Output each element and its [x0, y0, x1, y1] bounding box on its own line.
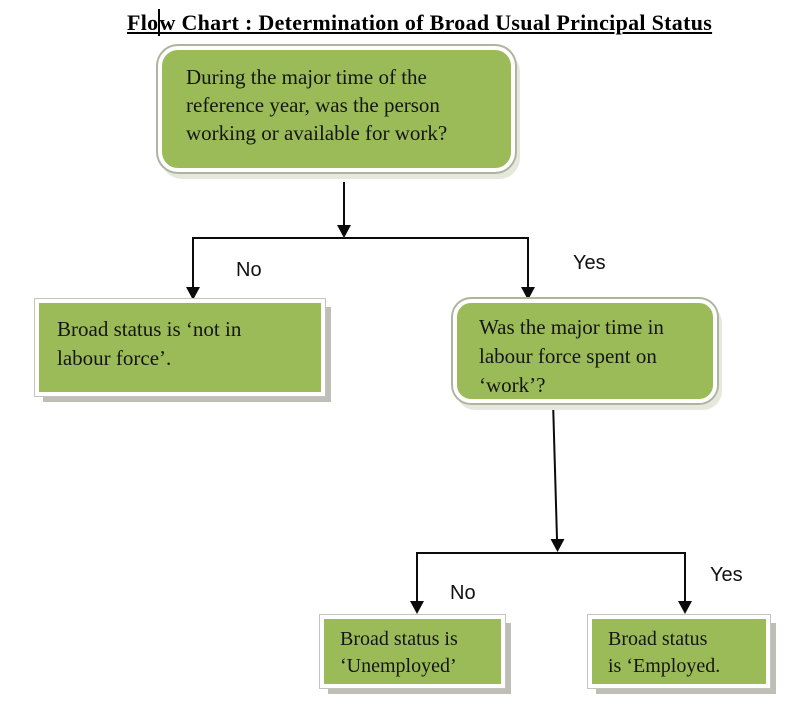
- not-in-labour-force-text: Broad status is ‘not in labour force’.: [57, 317, 242, 370]
- branch2-yes-label[interactable]: Yes: [710, 564, 743, 586]
- node-root-question[interactable]: During the major time of the reference y…: [158, 46, 515, 172]
- branch2-no-label[interactable]: No: [450, 582, 476, 604]
- node-not-in-labour-force[interactable]: Broad status is ‘not in labour force’.: [35, 299, 325, 396]
- node-second-question[interactable]: Was the major time in labour force spent…: [453, 299, 717, 403]
- text-caret: [158, 9, 161, 36]
- employed-text: Broad status is ‘Employed.: [608, 628, 721, 677]
- unemployed-text: Broad status is ‘Unemployed’: [340, 628, 458, 677]
- arrowhead-branch2-no: [410, 601, 424, 614]
- arrowhead-branch1-no: [186, 287, 200, 300]
- branch1-yes-label[interactable]: Yes: [573, 252, 606, 274]
- arrowhead-branch2-yes: [678, 601, 692, 614]
- root-question-text: During the major time of the reference y…: [186, 65, 448, 145]
- arrowhead-q2: [550, 539, 565, 552]
- branch1-no-label[interactable]: No: [236, 259, 262, 281]
- title-text-after-caret: w Chart : Determination of Broad Usual P…: [159, 10, 713, 35]
- connector-q2-down: [552, 400, 558, 540]
- node-employed[interactable]: Broad status is ‘Employed.: [588, 615, 770, 688]
- second-question-text: Was the major time in labour force spent…: [479, 315, 664, 397]
- node-unemployed[interactable]: Broad status is ‘Unemployed’: [320, 615, 505, 688]
- arrowhead-root: [337, 225, 351, 238]
- page-title[interactable]: Flow Chart : Determination of Broad Usua…: [127, 8, 712, 38]
- arrowhead-branch1-yes: [521, 287, 535, 300]
- title-text-before-caret: Flo: [127, 10, 159, 35]
